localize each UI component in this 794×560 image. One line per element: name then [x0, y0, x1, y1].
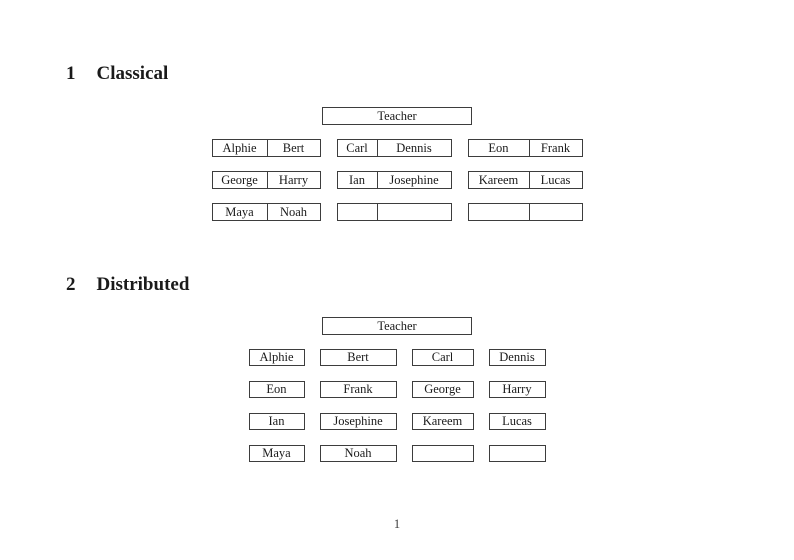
desk-seat: Josephine [389, 172, 439, 187]
desk-seat: Kareem [469, 172, 530, 188]
desk-pair: Ian Josephine [336, 171, 452, 189]
desk-seat: Lucas [540, 172, 571, 187]
desk-seat: Bert [282, 140, 305, 155]
desk-seat [338, 204, 378, 220]
desk-seat: Kareem [411, 413, 474, 430]
desk-row: Ian Josephine Kareem Lucas [0, 413, 794, 430]
desk-seat: Ian [338, 172, 378, 188]
desk-seat: Maya [213, 204, 268, 220]
desk-seat: Maya [248, 445, 305, 462]
desk-column-1: Alphie Bert George Harry Maya Noah [211, 139, 321, 221]
classical-desk-grid: Alphie Bert George Harry Maya Noah Carl … [0, 139, 794, 221]
desk-row: Alphie Bert Carl Dennis [0, 349, 794, 366]
section-number: 2 [66, 274, 76, 295]
desk-seat: Dennis [488, 349, 546, 366]
distributed-desk-grid: Alphie Bert Carl Dennis Eon Frank George… [0, 349, 794, 462]
desk-seat: Ian [248, 413, 305, 430]
desk-seat: Eon [469, 140, 530, 156]
desk-seat: Alphie [248, 349, 305, 366]
desk-seat: Lucas [488, 413, 546, 430]
desk-seat-empty [488, 445, 546, 462]
desk-seat: Carl [338, 140, 378, 156]
desk-seat: Josephine [319, 413, 397, 430]
distributed-seating-diagram: Teacher Alphie Bert Carl Dennis Eon Fran… [0, 317, 794, 462]
section-title: Classical [96, 63, 169, 84]
desk-seat: Frank [319, 381, 397, 398]
desk-seat: Dennis [396, 140, 432, 155]
desk-pair: Kareem Lucas [467, 171, 583, 189]
section-heading-classical: 1 Classical [66, 63, 168, 85]
page-number: 1 [393, 517, 401, 531]
desk-column-3: Eon Frank Kareem Lucas [467, 139, 583, 221]
section-title: Distributed [96, 274, 190, 295]
desk-seat: Frank [540, 140, 571, 155]
teacher-box: Teacher [322, 317, 472, 335]
desk-seat [530, 204, 582, 220]
desk-seat: Noah [279, 204, 308, 219]
desk-pair: George Harry [211, 171, 321, 189]
desk-column-2: Carl Dennis Ian Josephine [336, 139, 452, 221]
desk-pair-empty [336, 203, 452, 221]
desk-pair: Maya Noah [211, 203, 321, 221]
desk-seat: Alphie [213, 140, 268, 156]
desk-seat [378, 204, 451, 220]
desk-pair-empty [467, 203, 583, 221]
desk-pair: Carl Dennis [336, 139, 452, 157]
desk-seat [469, 204, 530, 220]
desk-seat: George [213, 172, 268, 188]
desk-seat: Noah [319, 445, 397, 462]
desk-seat: Harry [488, 381, 546, 398]
desk-seat: George [411, 381, 474, 398]
desk-seat: Eon [248, 381, 305, 398]
desk-seat: Harry [278, 172, 309, 187]
desk-pair: Alphie Bert [211, 139, 321, 157]
desk-row: Eon Frank George Harry [0, 381, 794, 398]
desk-seat: Carl [411, 349, 474, 366]
desk-seat: Bert [319, 349, 397, 366]
section-heading-distributed: 2 Distributed [66, 274, 189, 296]
section-number: 1 [66, 63, 76, 84]
desk-pair: Eon Frank [467, 139, 583, 157]
desk-row: Maya Noah [0, 445, 794, 462]
teacher-box: Teacher [322, 107, 472, 125]
desk-seat-empty [411, 445, 474, 462]
classical-seating-diagram: Teacher Alphie Bert George Harry Maya No… [0, 107, 794, 221]
